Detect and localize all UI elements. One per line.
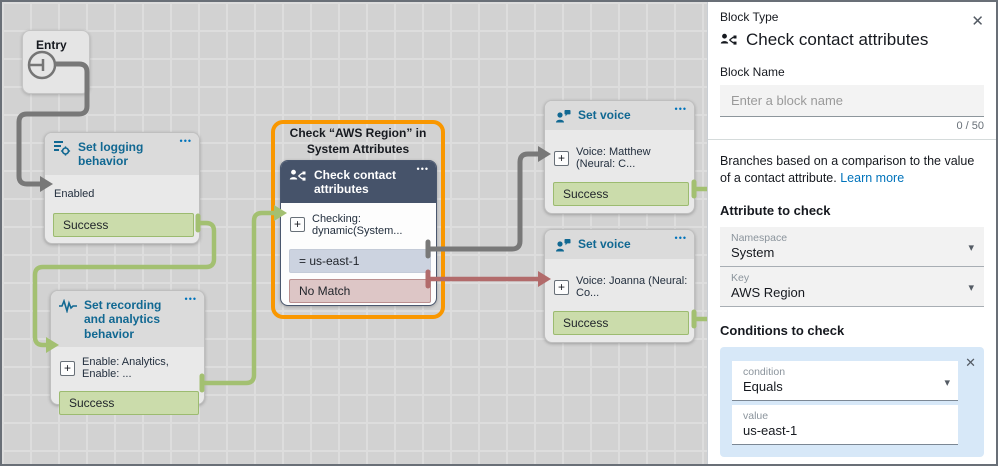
logging-icon: [53, 140, 71, 156]
chevron-down-icon: ▾: [968, 281, 974, 294]
block-header: Set logging behavior •••: [45, 133, 199, 175]
branch-equals: = us-east-1: [289, 248, 431, 273]
expand-plus-icon[interactable]: +: [554, 279, 569, 295]
block-menu-icon[interactable]: •••: [179, 136, 192, 146]
connector-recording-to-check: [202, 210, 276, 386]
block-row: + Enable: Analytics, Enable: ...: [51, 356, 204, 380]
conditions-to-check-heading: Conditions to check: [720, 322, 845, 338]
block-title: Set logging behavior: [78, 140, 144, 169]
branch-success: Success: [553, 182, 689, 206]
condition-card: ✕ condition Equals ▾ value us-east-1: [720, 346, 984, 457]
block-check-contact-attributes[interactable]: Check contact attributes ••• + Checking:…: [280, 160, 437, 306]
block-menu-icon[interactable]: •••: [674, 104, 687, 114]
block-menu-icon[interactable]: •••: [674, 233, 687, 243]
chevron-down-icon: ▾: [944, 376, 950, 389]
panel-description: Branches based on a comparison to the va…: [720, 153, 984, 187]
row-text: Voice: Joanna (Neural: Co...: [576, 275, 688, 299]
row-text: Voice: Matthew (Neural: C...: [576, 146, 651, 170]
description-text: Branches based on a comparison to the va…: [720, 154, 975, 185]
key-label: Key: [731, 271, 750, 284]
block-set-recording-analytics[interactable]: Set recording and analytics behavior •••…: [50, 290, 205, 416]
block-row: + Voice: Matthew (Neural: C...: [545, 146, 694, 170]
block-menu-icon[interactable]: •••: [416, 164, 429, 174]
block-row: Enabled: [45, 188, 199, 200]
block-header: Set recording and analytics behavior •••: [51, 291, 204, 348]
divider: [708, 139, 996, 140]
branch-label: Success: [563, 187, 609, 201]
char-counter: 0 / 50: [956, 120, 984, 132]
namespace-value: System: [731, 244, 775, 260]
expand-plus-icon[interactable]: +: [60, 360, 75, 376]
value-label: value: [743, 409, 769, 422]
entry-label: Entry: [36, 38, 67, 52]
branch-success: Success: [59, 391, 199, 416]
block-header: Set voice •••: [545, 101, 694, 130]
block-title: Set recording and analytics behavior: [84, 298, 162, 341]
block-title: Set voice: [578, 237, 631, 251]
learn-more-link[interactable]: Learn more: [840, 170, 905, 185]
entry-block[interactable]: Entry: [22, 30, 90, 94]
row-text: Checking: dynamic(System...: [312, 212, 403, 237]
branch-success: Success: [53, 212, 194, 237]
block-name-input[interactable]: [720, 85, 984, 117]
row-text: Enabled: [54, 187, 95, 200]
voice-icon: [553, 108, 571, 124]
panel-title: Check contact attributes: [746, 30, 929, 49]
branch-no-match: No Match: [289, 278, 431, 303]
expand-plus-icon[interactable]: +: [290, 217, 305, 233]
attribute-to-check-heading: Attribute to check: [720, 202, 831, 218]
namespace-select[interactable]: Namespace System ▾: [720, 226, 984, 267]
voice-icon: [553, 237, 571, 253]
block-title: Set voice: [578, 108, 631, 122]
chevron-down-icon: ▾: [968, 241, 974, 254]
waveform-icon: [59, 298, 77, 314]
entry-point-icon[interactable]: [27, 50, 57, 85]
branch-success: Success: [553, 311, 689, 335]
value-text: us-east-1: [743, 422, 798, 438]
block-title: Check contact attributes: [314, 168, 397, 197]
expand-plus-icon[interactable]: +: [554, 150, 569, 166]
branch-label: No Match: [299, 283, 351, 298]
condition-select[interactable]: condition Equals ▾: [732, 360, 958, 401]
block-header: Set voice •••: [545, 230, 694, 259]
condition-label: condition: [743, 365, 786, 378]
block-set-voice-2[interactable]: Set voice ••• + Voice: Joanna (Neural: C…: [544, 229, 695, 343]
flow-canvas[interactable]: Check “AWS Region” in System Attributes …: [2, 2, 707, 464]
block-header: Check contact attributes •••: [281, 161, 436, 203]
block-menu-icon[interactable]: •••: [184, 294, 197, 304]
block-row: + Checking: dynamic(System...: [281, 213, 436, 237]
namespace-label: Namespace: [731, 231, 788, 244]
key-select[interactable]: Key AWS Region ▾: [720, 266, 984, 307]
row-text: Enable: Analytics, Enable: ...: [82, 356, 169, 381]
block-properties-panel: Block Type ✕ Check contact attributes Bl…: [707, 2, 996, 464]
branch-label: Success: [63, 217, 109, 232]
block-set-voice-1[interactable]: Set voice ••• + Voice: Matthew (Neural: …: [544, 100, 695, 214]
condition-value: Equals: [743, 378, 783, 394]
condition-value-input[interactable]: value us-east-1: [732, 404, 958, 445]
remove-condition-icon[interactable]: ✕: [965, 354, 976, 370]
key-value: AWS Region: [731, 284, 805, 300]
block-type-label: Block Type: [720, 10, 779, 24]
branch-label: = us-east-1: [299, 253, 360, 268]
block-set-logging-behavior[interactable]: Set logging behavior ••• Enabled Success: [44, 132, 200, 244]
check-attributes-icon: [289, 168, 307, 184]
branch-label: Success: [69, 396, 115, 411]
branch-label: Success: [563, 316, 609, 330]
check-attributes-icon: [720, 32, 738, 48]
block-row: + Voice: Joanna (Neural: Co...: [545, 275, 694, 299]
close-icon[interactable]: ✕: [971, 13, 984, 30]
block-name-label: Block Name: [720, 65, 785, 79]
block-annotation: Check “AWS Region” in System Attributes: [289, 126, 427, 156]
